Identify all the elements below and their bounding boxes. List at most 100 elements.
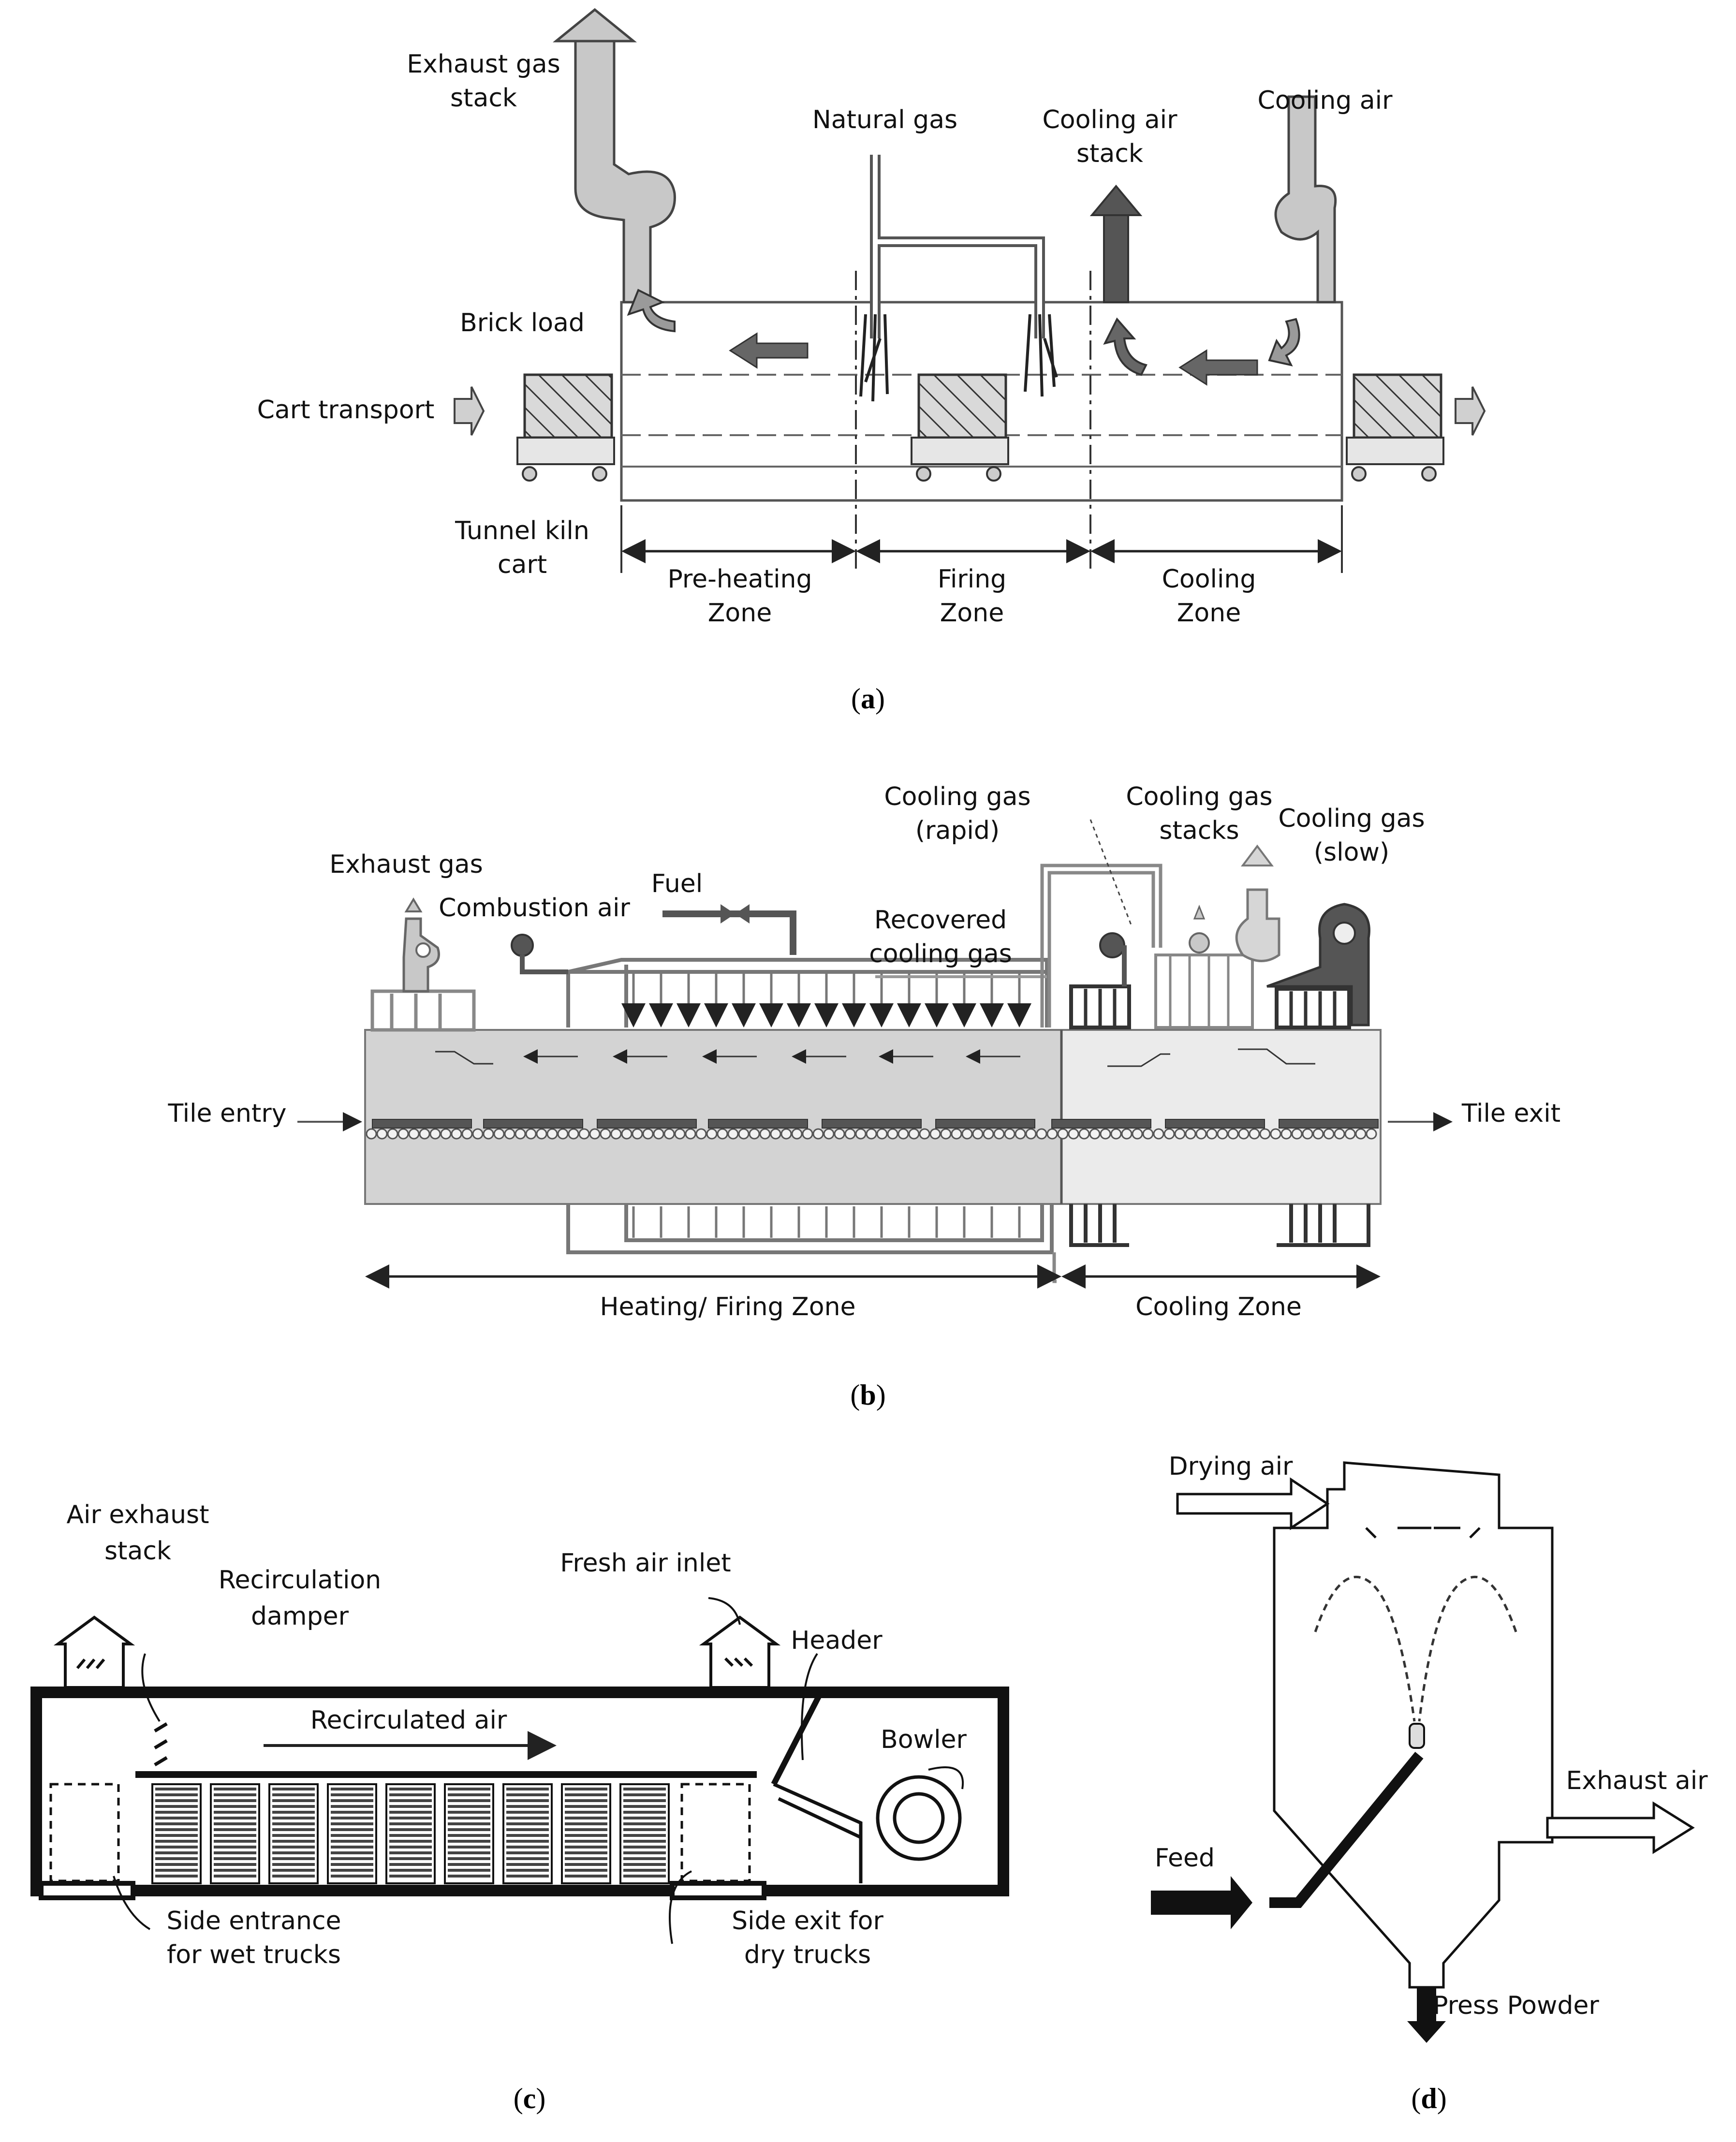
roller [600, 1128, 611, 1140]
exhaust-gas-stack-icon [552, 8, 676, 304]
zone-dimensions [620, 505, 1343, 573]
roller [876, 1128, 888, 1140]
top-manifold [566, 958, 1049, 1027]
dryer-trucks [151, 1783, 670, 1884]
roller [451, 1128, 462, 1140]
label-fresh-air-inlet: Fresh air inlet [560, 1549, 731, 1578]
tile [708, 1119, 808, 1129]
roller [749, 1128, 760, 1140]
roller [823, 1128, 835, 1140]
label-cooling-air: Cooling air [1257, 86, 1393, 115]
bowler-housing [773, 1782, 863, 1883]
roller [727, 1128, 739, 1140]
label-firing-zone: Firing [938, 565, 1006, 594]
slow-cooling-blower-icon [1266, 903, 1370, 1029]
label-cooling-air-stack: stack [1076, 139, 1143, 168]
bowler-housing [778, 1797, 862, 1839]
roller [929, 1128, 941, 1140]
press-powder-arrow-icon [1407, 1987, 1446, 2043]
combustion-air-blower-icon [511, 934, 568, 974]
roller [419, 1128, 430, 1140]
roller [525, 1128, 537, 1140]
label-recovered-cooling-gas: Recovered [874, 906, 1007, 935]
roller [1238, 1128, 1250, 1140]
side-exit-door [680, 1783, 751, 1882]
roller [483, 1128, 494, 1140]
roller [663, 1128, 675, 1140]
label-firing-zone: Zone [940, 599, 1004, 628]
roller [1142, 1128, 1154, 1140]
tile [372, 1119, 472, 1129]
roller [642, 1128, 654, 1140]
roller [951, 1128, 962, 1140]
label-drying-air: Drying air [1169, 1452, 1293, 1481]
brick-cart [1346, 373, 1444, 482]
label-press-powder: Press Powder [1433, 1991, 1599, 2020]
roller [1355, 1128, 1367, 1140]
roller [568, 1128, 579, 1140]
roller [440, 1128, 452, 1140]
roller [504, 1128, 515, 1140]
label-air-exhaust-stack: stack [104, 1537, 171, 1566]
roller [972, 1128, 984, 1140]
feed-pipe [1269, 1752, 1424, 1908]
bottom-drops [632, 1206, 1021, 1238]
drying-air-arrow-icon [1176, 1477, 1330, 1530]
roller [408, 1128, 420, 1140]
caption-b: (b) [850, 1379, 885, 1411]
label-tunnel-kiln-cart: cart [498, 550, 547, 579]
roller [940, 1128, 952, 1140]
label-exhaust-gas: Exhaust gas [329, 850, 483, 879]
dryer-truck-frame [502, 1783, 553, 1884]
roller [1153, 1128, 1164, 1140]
roller [887, 1128, 898, 1140]
label-cart-transport: Cart transport [257, 396, 435, 425]
label-cooling-gas-rapid: (rapid) [915, 816, 1000, 845]
flow-arrow-left-icon [729, 332, 809, 369]
flow-arrow-icon [1268, 318, 1300, 367]
dryer-truck [151, 1783, 202, 1884]
label-recirculation-damper: Recirculation [219, 1566, 382, 1595]
roller [897, 1128, 909, 1140]
roller [578, 1128, 590, 1140]
label-bowler: Bowler [881, 1725, 967, 1754]
tile [822, 1119, 922, 1129]
roller [387, 1128, 398, 1140]
roller [461, 1128, 473, 1140]
bottom-cooling-grille [1069, 1204, 1370, 1247]
roller [1249, 1128, 1260, 1140]
roller [610, 1128, 622, 1140]
roller [1068, 1128, 1079, 1140]
tile [483, 1119, 583, 1129]
dryer-truck [502, 1783, 553, 1884]
fresh-air-inlet-icon [699, 1615, 781, 1689]
cooling-gas-stacks-icon [1154, 844, 1280, 1029]
label-tunnel-kiln-cart: Tunnel kiln [455, 516, 589, 545]
roller [557, 1128, 569, 1140]
header-plate [771, 1688, 825, 1786]
roller [919, 1128, 930, 1140]
caption-d: (d) [1411, 2083, 1446, 2114]
roller [1259, 1128, 1271, 1140]
label-tile-exit: Tile exit [1461, 1099, 1560, 1128]
dryer-truck [444, 1783, 494, 1884]
roller [695, 1128, 707, 1140]
dryer-truck [268, 1783, 319, 1884]
roller [1185, 1128, 1196, 1140]
tile [1165, 1119, 1265, 1129]
cooling-air-stack-icon [1089, 184, 1143, 303]
label-side-exit: Side exit for [732, 1907, 883, 1936]
roller [515, 1128, 526, 1140]
bowler-fan-icon [876, 1775, 962, 1861]
brick-cart [911, 373, 1009, 482]
roller [1036, 1128, 1047, 1140]
roller [397, 1128, 409, 1140]
top-drops [621, 972, 1031, 1027]
roller [1004, 1128, 1015, 1140]
dryer-truck-frame [385, 1783, 436, 1884]
natural-gas-burner-icon [859, 155, 1058, 402]
dryer-truck-frame [444, 1783, 494, 1884]
exit-arrow-icon [1455, 386, 1486, 436]
spray-pattern [1314, 1575, 1517, 1722]
dryer-truck-frame [268, 1783, 319, 1884]
